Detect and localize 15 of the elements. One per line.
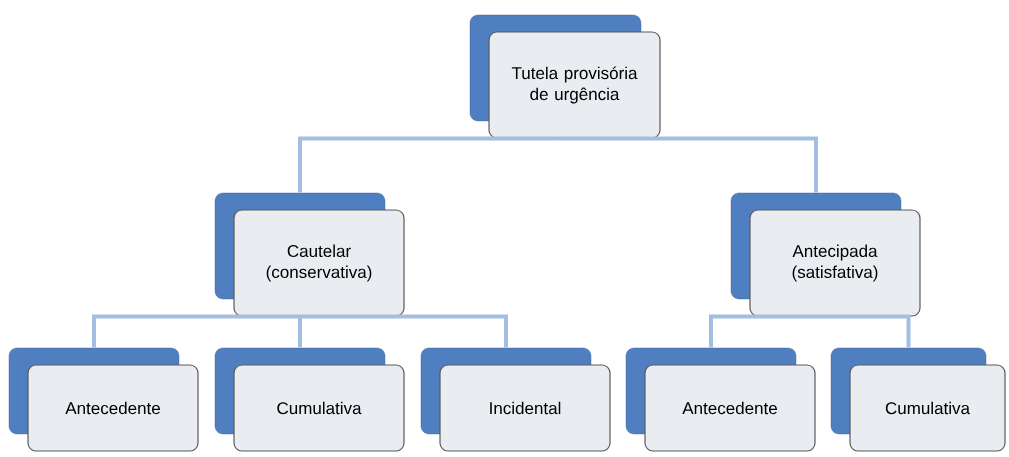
hierarchy-box: Antecipada (satisfativa) [730, 192, 921, 317]
connector-line [300, 314, 508, 348]
hierarchy-box: Antecedente [8, 347, 199, 452]
hierarchy-box: Incidental [420, 347, 611, 452]
connector-line [92, 314, 300, 348]
hierarchy-box: Antecedente [625, 347, 816, 452]
connector-line [555, 136, 818, 193]
hierarchy-box: Cumulativa [214, 347, 405, 452]
hierarchy-box: Tutela provisória de urgência [469, 14, 661, 139]
hierarchy-box: Cautelar (conservativa) [214, 192, 405, 317]
connector-line [816, 314, 911, 348]
connector-line [298, 316, 302, 348]
connector-line [298, 136, 556, 193]
hierarchy-box: Cumulativa [830, 347, 1006, 452]
connector-line [709, 314, 816, 348]
